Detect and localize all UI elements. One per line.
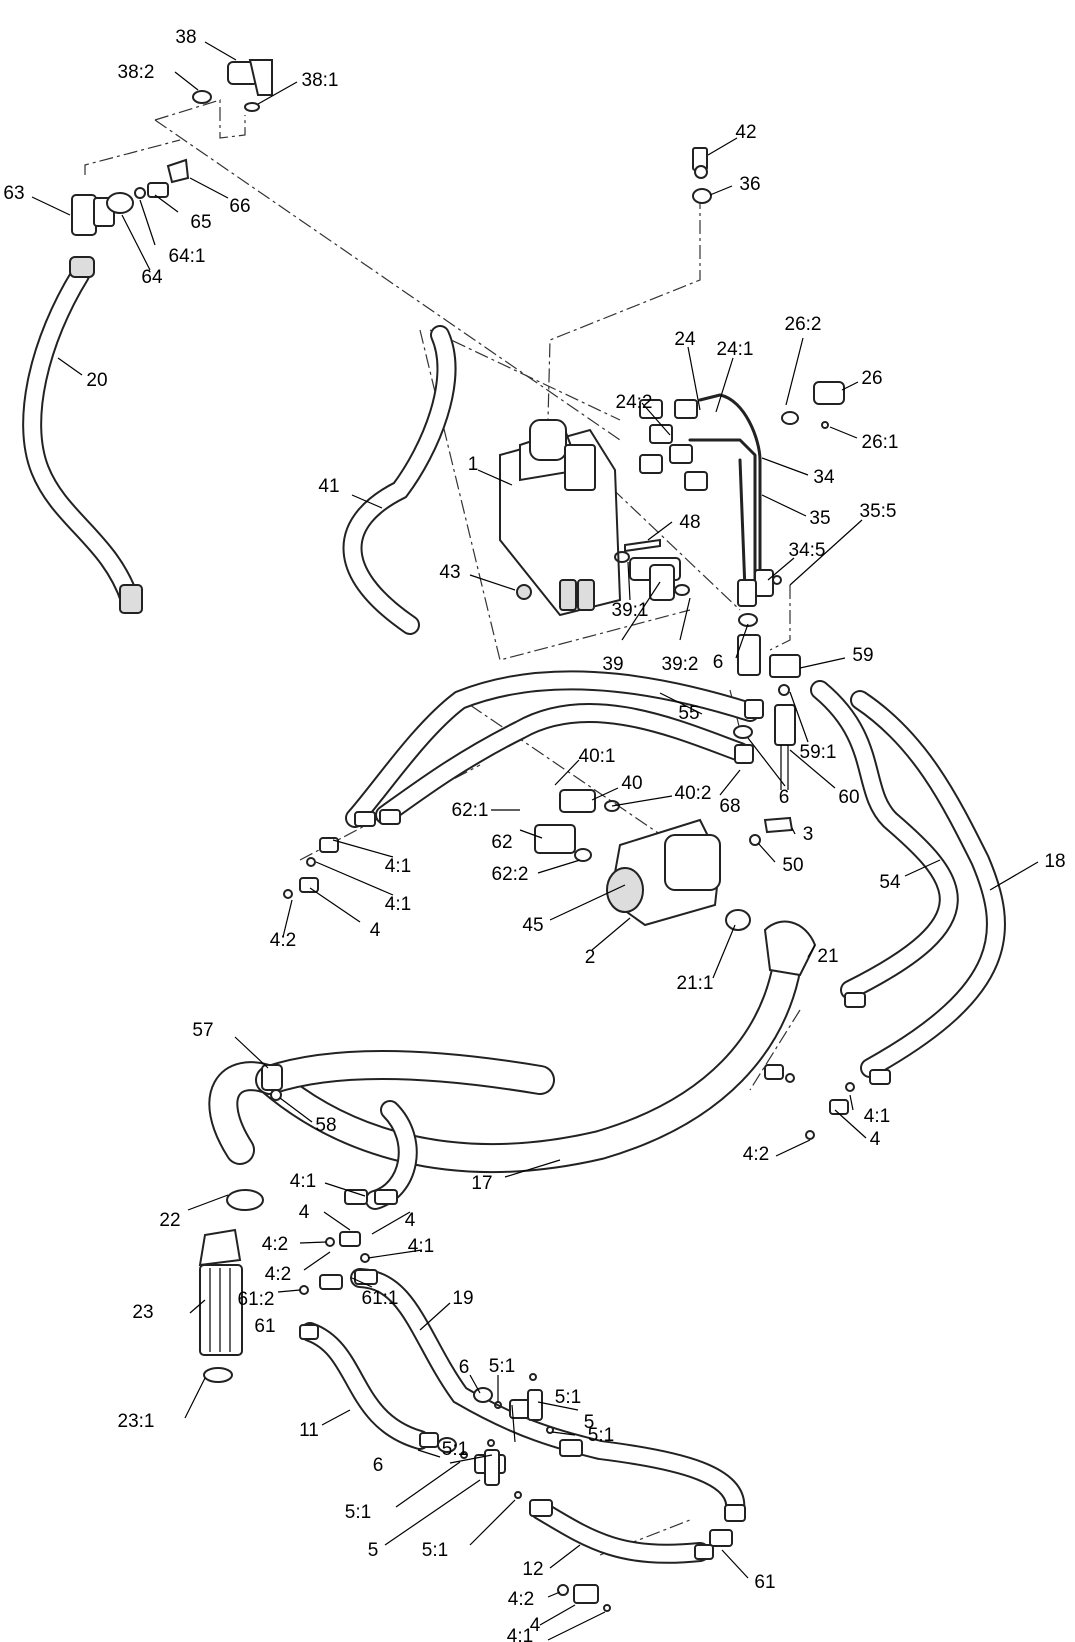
callout-label: 40 [621, 773, 642, 794]
callout-label: 62 [491, 832, 512, 853]
callout-label: 50 [782, 855, 803, 876]
callout-label: 36 [739, 174, 760, 195]
callout-label: 11 [299, 1420, 319, 1441]
hydraulic-parts [69, 59, 891, 1612]
callout-label: 4:1 [385, 894, 411, 915]
callout-label: 41 [318, 476, 339, 497]
callout-label: 4 [530, 1615, 541, 1636]
callout-label: 39 [602, 654, 623, 675]
callout-label: 64 [141, 267, 163, 288]
callout-label: 34 [813, 467, 835, 488]
callout-label: 60 [838, 787, 859, 808]
callout-label: 23:1 [118, 1411, 155, 1432]
callout-label: 61 [254, 1316, 275, 1337]
callout-label: 6 [459, 1357, 470, 1378]
callout-label: 59 [852, 645, 873, 666]
callout-label: 24 [674, 329, 696, 350]
callout-label: 58 [315, 1115, 336, 1136]
callout-label: 61:2 [238, 1289, 275, 1310]
callout-label: 4 [870, 1129, 881, 1150]
callout-label: 4:1 [290, 1171, 316, 1192]
callout-label: 38:1 [302, 70, 339, 91]
callout-label: 4:2 [270, 930, 296, 951]
callout-label: 21 [817, 946, 838, 967]
callout-label: 43 [439, 562, 460, 583]
callout-label: 35:5 [860, 501, 897, 522]
callout-label: 68 [719, 796, 740, 817]
callout-label: 40:1 [579, 746, 616, 767]
callout-label: 20 [86, 370, 107, 391]
callout-label: 4:2 [743, 1144, 769, 1165]
callout-label: 4:1 [385, 856, 411, 877]
callout-label: 26 [861, 368, 882, 389]
callout-label: 4:1 [507, 1626, 533, 1642]
callout-label: 42 [735, 122, 756, 143]
callout-label: 1 [468, 454, 479, 475]
callout-label: 64:1 [169, 246, 206, 267]
callout-label: 5 [368, 1540, 379, 1561]
callout-label: 6 [713, 652, 724, 673]
callout-label: 3 [803, 824, 814, 845]
callout-label: 59:1 [800, 742, 837, 763]
callout-label: 5 [584, 1412, 595, 1433]
callout-label: 5:1 [442, 1439, 468, 1460]
callout-label: 4:2 [265, 1264, 291, 1285]
callout-label: 5:1 [588, 1425, 614, 1446]
callout-label: 6 [373, 1455, 384, 1476]
callout-label: 38 [175, 27, 196, 48]
callout-label: 21:1 [677, 973, 714, 994]
callout-label: 12 [522, 1559, 543, 1580]
callout-label: 22 [159, 1210, 180, 1231]
callout-label: 17 [471, 1173, 492, 1194]
callout-label: 39:1 [612, 600, 649, 621]
callout-label: 5:1 [345, 1502, 371, 1523]
callout-label: 24:2 [616, 392, 653, 413]
hoses [22, 265, 1006, 1564]
callout-label: 6 [779, 787, 790, 808]
callout-label: 5:1 [555, 1387, 581, 1408]
callout-label: 38:2 [118, 62, 155, 83]
callout-label: 5:1 [422, 1540, 448, 1561]
leader-lines [31, 41, 1039, 1641]
callout-label: 54 [879, 872, 901, 893]
callout-label: 45 [522, 915, 543, 936]
callout-label: 4:1 [864, 1106, 890, 1127]
callout-label: 5:1 [489, 1356, 515, 1377]
callout-label: 57 [192, 1020, 213, 1041]
callout-label: 24:1 [717, 339, 754, 360]
callout-label: 55 [678, 703, 699, 724]
callout-label: 40:2 [675, 783, 712, 804]
callout-label: 62:1 [452, 800, 489, 821]
callout-label: 61 [754, 1572, 775, 1593]
part-labels: 38 38:2 38:1 63 66 65 64:1 64 20 42 36 2… [3, 27, 1065, 1642]
callout-label: 63 [3, 183, 24, 204]
callout-label: 39:2 [662, 654, 699, 675]
callout-label: 4:2 [262, 1234, 288, 1255]
callout-label: 23 [132, 1302, 153, 1323]
callout-label: 26:2 [785, 314, 822, 335]
callout-label: 26:1 [862, 432, 899, 453]
callout-label: 4 [299, 1202, 310, 1223]
callout-label: 48 [679, 512, 700, 533]
callout-label: 2 [585, 947, 596, 968]
callout-label: 62:2 [492, 864, 529, 885]
callout-label: 35 [809, 508, 830, 529]
callout-label: 19 [452, 1288, 473, 1309]
callout-label: 4 [370, 920, 381, 941]
callout-label: 34:5 [789, 540, 826, 561]
callout-label: 4 [405, 1210, 416, 1231]
callout-label: 4:1 [408, 1236, 434, 1257]
callout-label: 18 [1044, 851, 1065, 872]
callout-label: 65 [190, 212, 211, 233]
callout-label: 4:2 [508, 1589, 534, 1610]
callout-label: 66 [229, 196, 250, 217]
callout-label: 61:1 [362, 1288, 399, 1309]
